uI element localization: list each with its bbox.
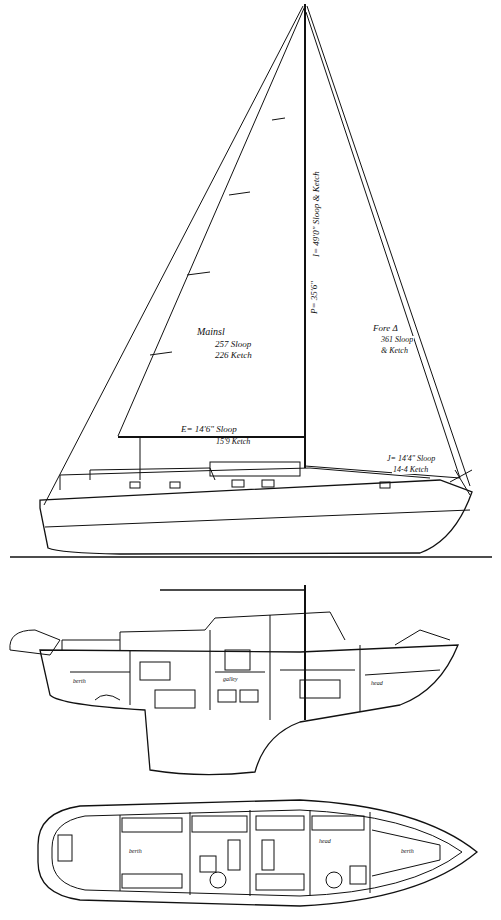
room-label: galley <box>222 676 239 682</box>
sail-area: & Ketch <box>380 347 409 355</box>
room-label: head <box>318 838 332 844</box>
dimension: E= 14'6" Sloop <box>180 425 238 434</box>
sail-plan <box>10 4 492 557</box>
sail-name: Fore Δ <box>372 324 399 333</box>
inboard-profile <box>10 585 458 775</box>
accommodation-plan <box>38 800 477 906</box>
dimension: J= 14'4" Sloop <box>386 455 436 463</box>
sail-area: 257 Sloop <box>214 340 252 349</box>
room-label: berth <box>400 848 415 854</box>
room-label: berth <box>72 678 87 684</box>
dimension: P= 35'6" <box>310 280 319 315</box>
dimension: 14-4 Ketch <box>392 466 429 474</box>
room-label: head <box>370 680 384 686</box>
dimension: I= 49'0" Sloop & Ketch <box>312 170 321 258</box>
dimension: 15'9 Ketch <box>215 438 251 446</box>
sail-name: Mainsl <box>196 327 226 338</box>
room-label: berth <box>128 848 143 854</box>
sail-area: 361 Sloop <box>380 336 414 344</box>
sail-area: 226 Ketch <box>214 351 253 360</box>
